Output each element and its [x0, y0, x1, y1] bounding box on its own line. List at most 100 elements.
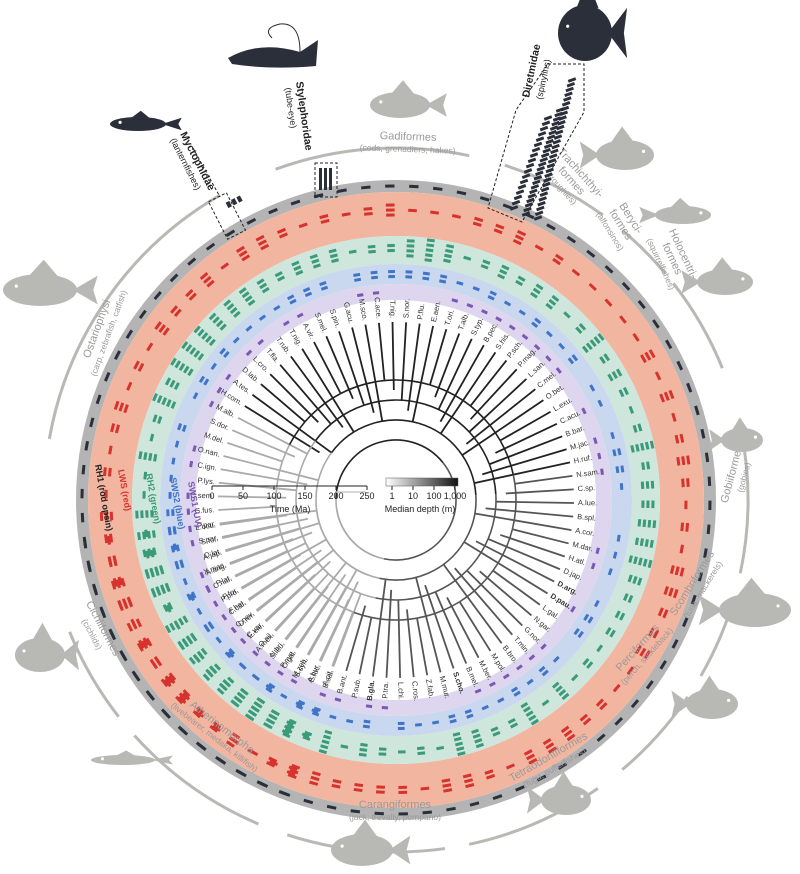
- fish-silhouette: [331, 819, 411, 866]
- gene-copy-mark: [495, 316, 503, 322]
- gene-copy-mark: [587, 616, 594, 624]
- group-name: Gadiformes: [379, 130, 437, 144]
- tree-branch: [406, 609, 415, 678]
- gene-copy-mark: [575, 326, 583, 334]
- gene-copy-mark: [92, 585, 99, 596]
- tree-branch: [218, 481, 297, 492]
- gene-copy-mark: [197, 328, 205, 337]
- tree-node-arc: [330, 423, 371, 454]
- tree-branch: [469, 368, 518, 420]
- gene-copy-mark: [302, 735, 311, 741]
- gene-copy-mark: [265, 686, 273, 694]
- tree-branch: [463, 541, 548, 595]
- gene-copy-mark: [493, 228, 503, 235]
- gene-copy-mark: [676, 360, 684, 371]
- gene-copy-mark: [196, 706, 205, 715]
- gene-copy-mark: [205, 335, 213, 343]
- gene-copy-mark: [441, 778, 451, 783]
- tree-branch: [439, 351, 497, 435]
- gene-copy-mark: [672, 589, 679, 599]
- gene-copy-mark: [350, 809, 361, 814]
- tip-label: B.spl.: [577, 512, 597, 523]
- gene-copy-mark: [425, 253, 433, 258]
- gene-copy-mark: [372, 291, 380, 295]
- gene-copy-mark: [142, 637, 150, 647]
- gene-copy-mark: [223, 299, 232, 307]
- tree-node-arc: [383, 531, 448, 561]
- gene-copy-mark: [474, 738, 483, 744]
- diretmid-gene-mark: [531, 146, 541, 153]
- time-tick-label: 0: [209, 491, 214, 501]
- gene-copy-mark: [213, 663, 222, 671]
- diretmid-gene-mark: [523, 206, 532, 213]
- diretmid-gene-mark: [509, 205, 519, 211]
- tree-branch: [479, 570, 533, 617]
- gene-copy-mark: [219, 347, 226, 355]
- time-tick-label: 250: [359, 491, 374, 501]
- gene-copy-mark: [648, 627, 655, 637]
- tree-node-arc: [277, 461, 284, 480]
- tree-branch: [500, 534, 566, 558]
- gene-copy-mark: [633, 556, 638, 565]
- diretmid-gene-mark: [548, 153, 558, 159]
- gene-copy-mark: [628, 405, 635, 414]
- gene-copy-mark: [146, 691, 156, 701]
- tree-node-arc: [425, 609, 444, 617]
- gene-copy-mark: [109, 630, 117, 641]
- gene-copy-mark: [605, 627, 612, 635]
- tree-branch: [269, 373, 319, 423]
- gene-copy-mark: [510, 686, 519, 693]
- tree-node-arc: [305, 542, 324, 569]
- fish-silhouette: [110, 110, 182, 131]
- gene-copy-mark: [612, 683, 621, 693]
- gene-copy-mark: [231, 732, 241, 740]
- gene-copy-mark: [505, 763, 516, 770]
- tree-node-arc: [295, 467, 303, 498]
- gene-copy-mark: [567, 357, 575, 365]
- diretmid-gene-mark: [529, 188, 538, 195]
- gene-copy-mark: [288, 718, 297, 725]
- gene-copy-mark: [174, 621, 181, 630]
- gene-copy-mark: [182, 689, 191, 698]
- tip-label: L.chi.: [396, 682, 405, 700]
- tip-label: E.aen.: [429, 300, 442, 323]
- gene-copy-mark: [319, 692, 327, 698]
- gene-copy-mark: [264, 722, 273, 730]
- gene-copy-mark: [502, 673, 510, 680]
- rh2-band: [132, 236, 660, 764]
- gene-copy-mark: [630, 445, 635, 453]
- gene-copy-mark: [164, 675, 173, 685]
- gene-copy-mark: [680, 522, 685, 532]
- gene-copy-mark: [206, 279, 215, 288]
- gene-copy-mark: [113, 400, 120, 411]
- gene-copy-mark: [462, 773, 472, 779]
- fish-silhouette: [558, 0, 628, 61]
- gene-copy-mark: [169, 379, 176, 388]
- gene-copy-mark: [260, 243, 270, 251]
- tree-branch: [301, 348, 355, 433]
- tree-branch: [275, 573, 330, 632]
- gene-copy-mark: [199, 571, 205, 579]
- gene-copy-mark: [246, 714, 255, 722]
- diretmid-gene-mark: [566, 81, 576, 88]
- diretmid-gene-mark: [564, 91, 573, 98]
- diretmid-gene-mark: [541, 120, 551, 127]
- gene-copy-mark: [167, 675, 176, 684]
- gene-copy-mark: [170, 401, 177, 409]
- gene-copy-mark: [170, 305, 179, 314]
- gene-copy-mark: [627, 594, 634, 604]
- sws1-band: [180, 284, 612, 716]
- tree-node-arc: [280, 534, 289, 553]
- tree-node-arc: [393, 379, 413, 382]
- gene-copy-mark: [174, 562, 180, 570]
- gene-copy-mark: [490, 726, 499, 733]
- gene-copy-mark: [481, 704, 489, 711]
- diretmid-gene-mark: [536, 205, 545, 212]
- gene-copy-mark: [173, 308, 182, 318]
- gene-copy-mark: [216, 386, 223, 394]
- fish-silhouette: [370, 80, 447, 118]
- tree-branch: [265, 560, 331, 623]
- gene-copy-mark: [485, 773, 496, 780]
- gene-copy-mark: [104, 534, 109, 544]
- tree-node-arc: [296, 513, 307, 544]
